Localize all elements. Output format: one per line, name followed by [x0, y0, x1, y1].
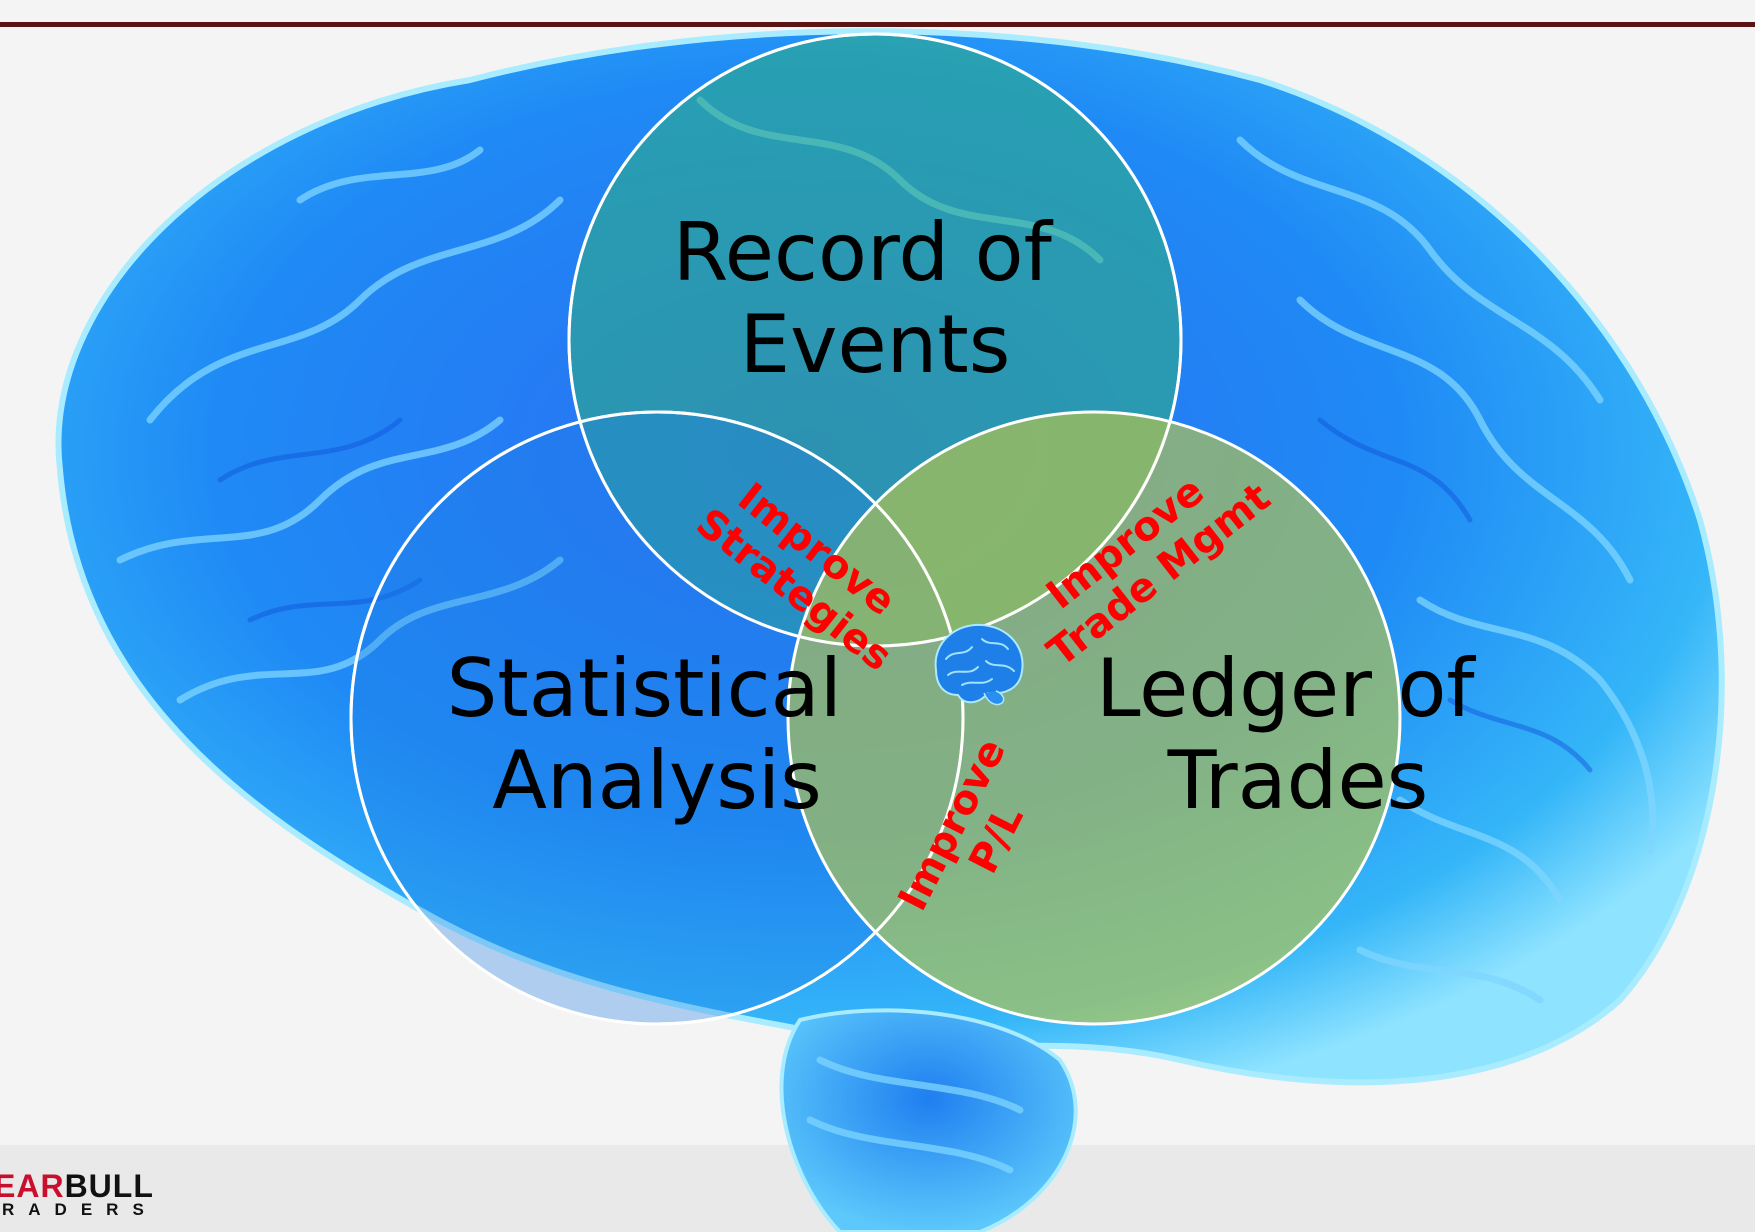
top-rule — [0, 22, 1755, 27]
label-ledger-of-trades: Ledger of Trades — [1096, 642, 1500, 827]
label-line: Events — [740, 298, 1011, 391]
label-line: Record of — [673, 206, 1054, 299]
circle-ledger-of-trades — [786, 410, 1402, 1026]
venn-circles — [349, 32, 1402, 1026]
logo-wordmark: EARBULL — [0, 1168, 154, 1205]
label-line: Ledger of — [1096, 642, 1476, 735]
label-line: Analysis — [492, 734, 822, 827]
brain-icon — [934, 623, 1024, 706]
label-line: Trades — [1167, 734, 1429, 827]
logo-subtitle: RADERS — [2, 1200, 158, 1219]
logo-word-red: EAR — [0, 1168, 65, 1204]
label-line: Statistical — [447, 642, 842, 735]
bear-bull-traders-logo: EARBULL RADERS — [0, 1168, 200, 1219]
logo-word-black: BULL — [64, 1168, 154, 1204]
label-statistical-analysis: Statistical Analysis — [447, 642, 868, 827]
label-record-of-events: Record of Events — [673, 206, 1077, 391]
